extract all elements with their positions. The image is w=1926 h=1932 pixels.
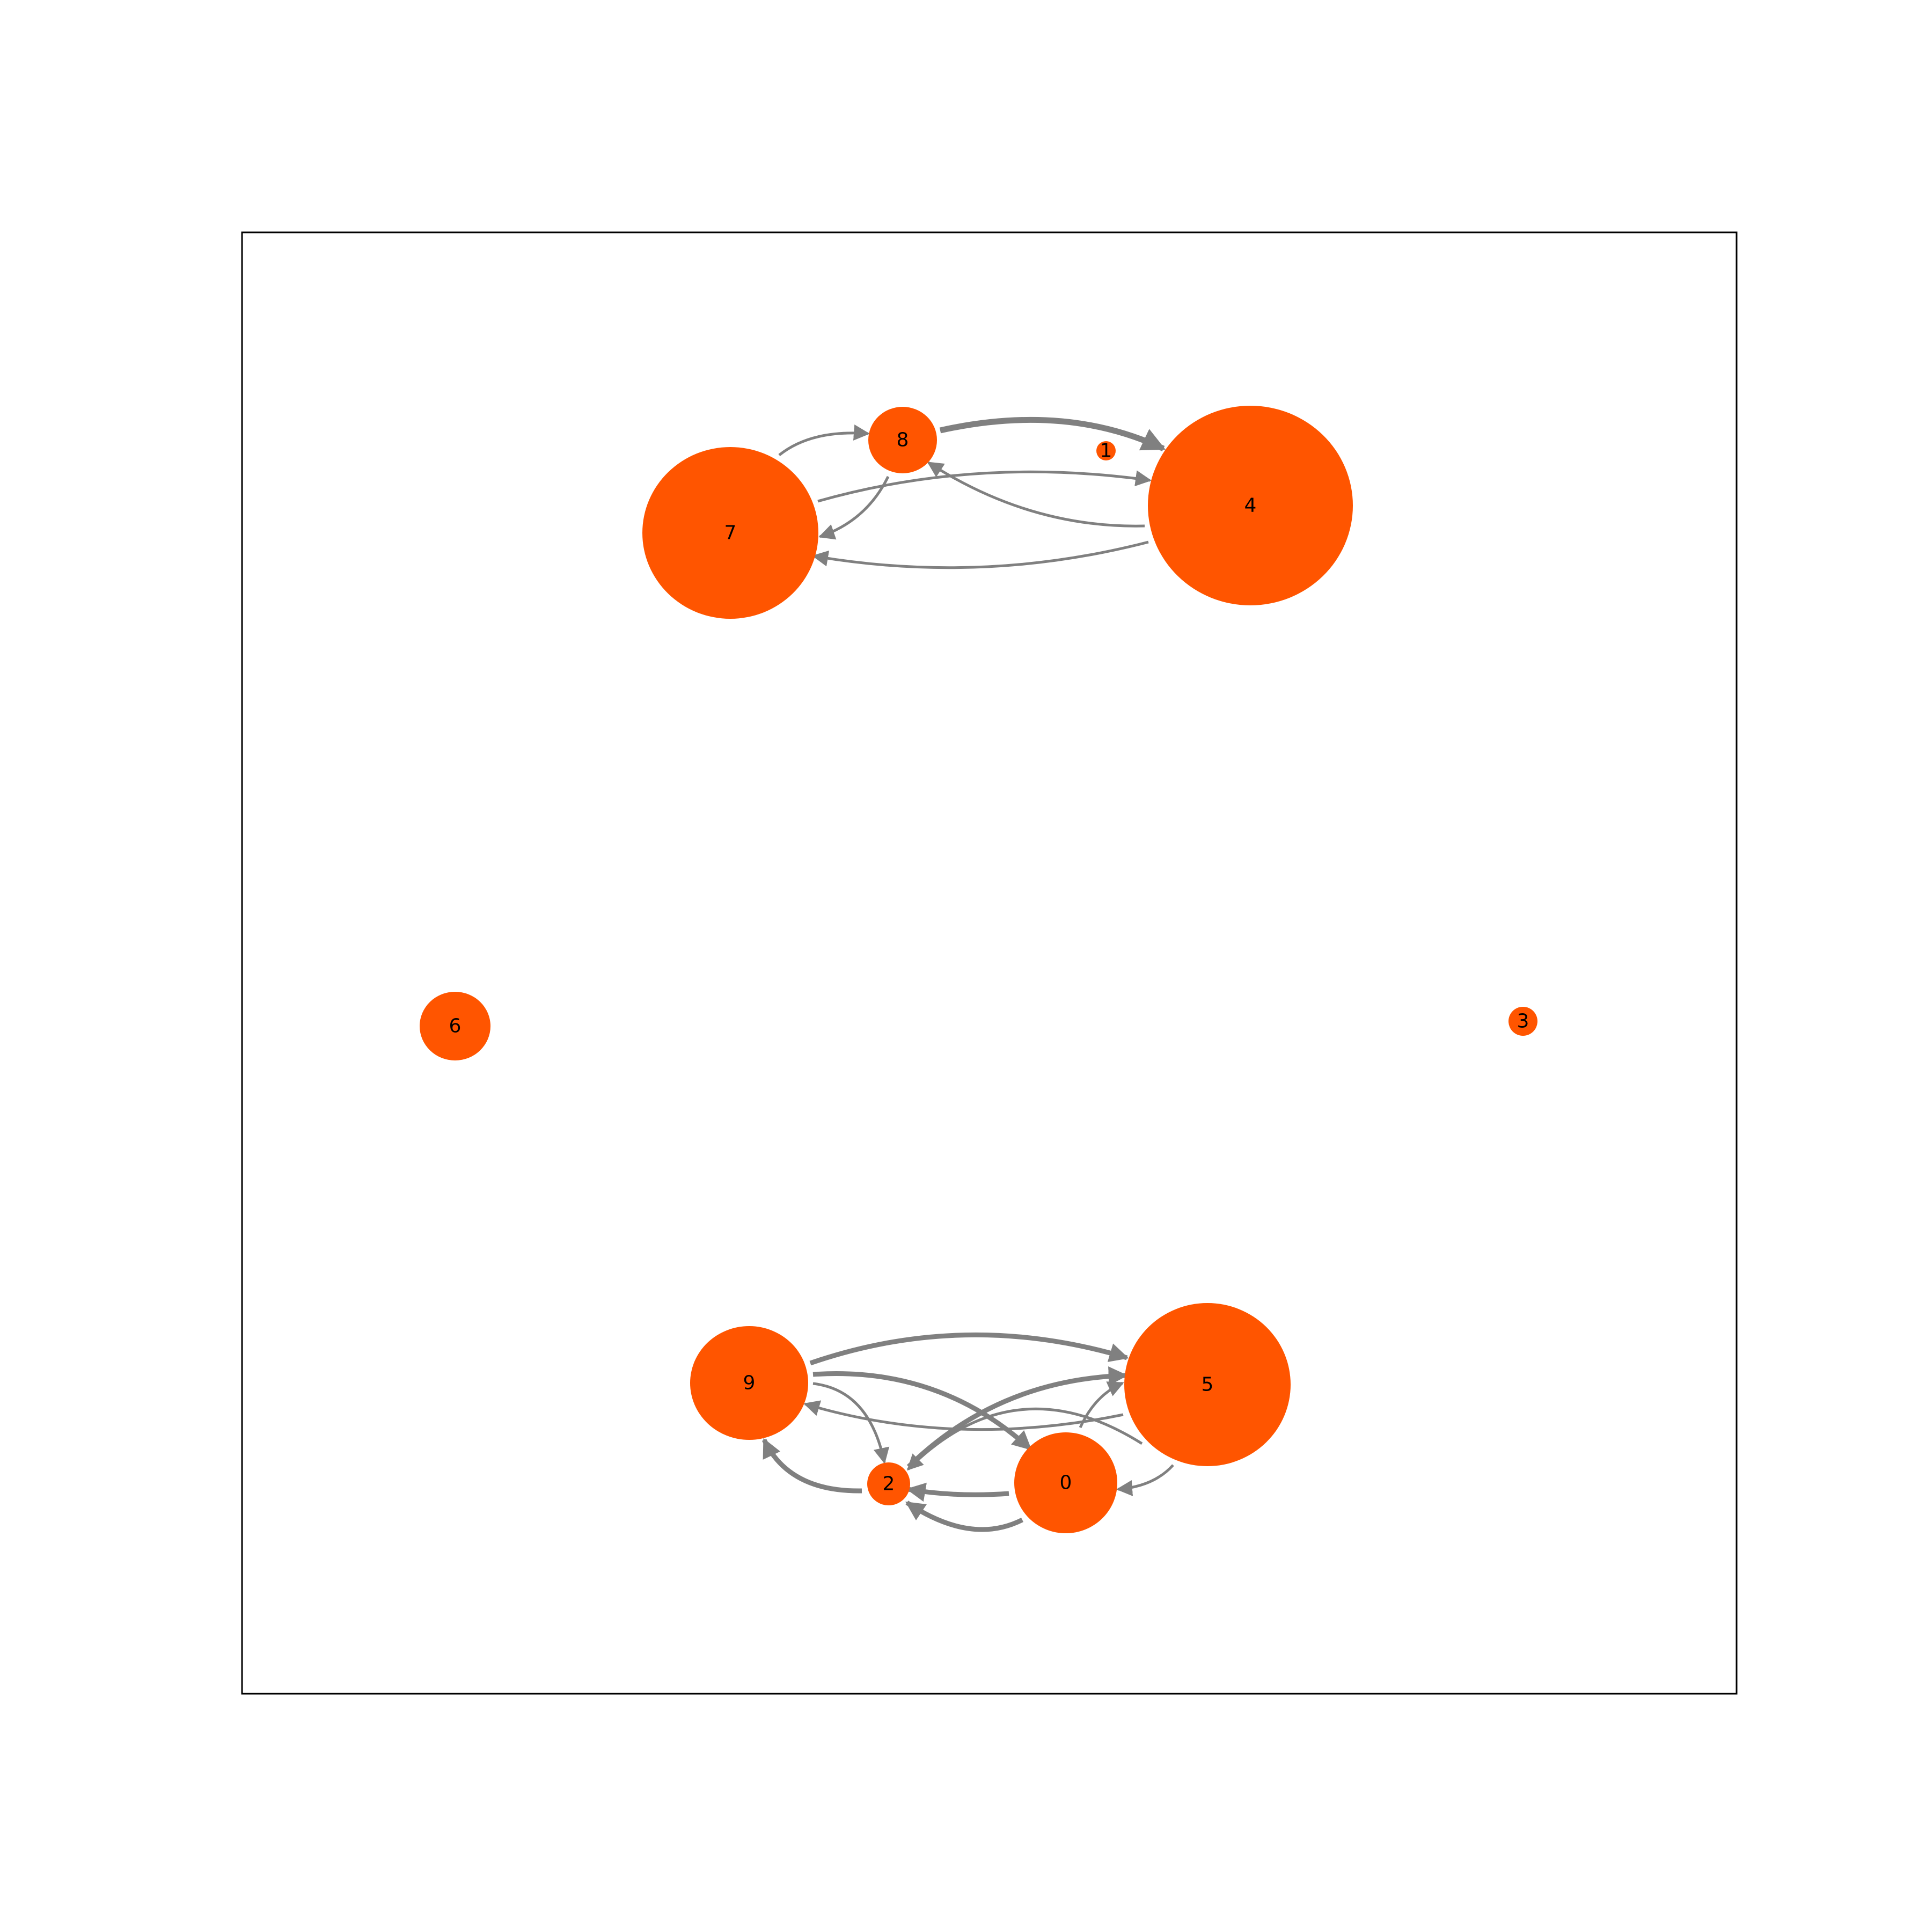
node-circle-0 <box>1014 1432 1117 1533</box>
edge-7-to-4 <box>817 470 1152 503</box>
node-circle-8 <box>868 407 937 473</box>
edge-9-to-2 <box>812 1382 890 1464</box>
edge-2-to-9 <box>761 1438 862 1494</box>
node-label-6: 6 <box>449 1015 462 1037</box>
edge-9-to-0 <box>812 1371 1032 1451</box>
node-label-8: 8 <box>897 429 909 451</box>
edge-8-to-4 <box>939 416 1166 451</box>
node-circle-2 <box>867 1462 910 1505</box>
node-4: 4 <box>1148 406 1353 605</box>
node-1: 1 <box>1096 440 1116 462</box>
edge-4-to-7 <box>812 540 1149 569</box>
node-circle-5 <box>1124 1303 1291 1466</box>
edge-0-to-5 <box>1079 1381 1124 1429</box>
edge-7-to-8 <box>778 425 870 456</box>
node-label-9: 9 <box>743 1372 756 1394</box>
node-3: 3 <box>1508 1007 1537 1036</box>
node-label-4: 4 <box>1244 495 1257 517</box>
edge-0-to-2 <box>905 1501 1024 1532</box>
node-circle-6 <box>420 992 490 1060</box>
node-9: 9 <box>690 1326 808 1440</box>
node-circle-3 <box>1508 1007 1537 1036</box>
node-0: 0 <box>1014 1432 1117 1533</box>
node-2: 2 <box>867 1462 910 1505</box>
node-label-5: 5 <box>1202 1374 1214 1396</box>
node-label-2: 2 <box>883 1473 895 1495</box>
edge-5-to-2 <box>906 1407 1143 1471</box>
node-5: 5 <box>1124 1303 1291 1466</box>
node-circle-7 <box>642 447 818 619</box>
node-8: 8 <box>868 407 937 473</box>
node-circle-1 <box>1096 441 1116 460</box>
node-label-0: 0 <box>1060 1472 1072 1494</box>
edge-2-to-0 <box>906 1482 1009 1502</box>
edge-2-to-5 <box>906 1366 1128 1469</box>
node-6: 6 <box>420 992 490 1060</box>
edge-4-to-8 <box>927 461 1145 528</box>
edge-9-to-5 <box>809 1332 1129 1366</box>
edges-layer <box>761 416 1174 1532</box>
node-circle-4 <box>1148 406 1353 605</box>
node-label-1: 1 <box>1100 440 1112 462</box>
nodes-layer: 0 1 2 3 4 5 6 7 8 9 <box>420 406 1537 1533</box>
node-circle-9 <box>690 1326 808 1440</box>
edge-5-to-0 <box>1116 1464 1174 1496</box>
node-label-7: 7 <box>724 522 737 544</box>
plot-frame <box>241 231 1738 1695</box>
node-7: 7 <box>642 447 818 619</box>
node-label-3: 3 <box>1517 1011 1529 1033</box>
